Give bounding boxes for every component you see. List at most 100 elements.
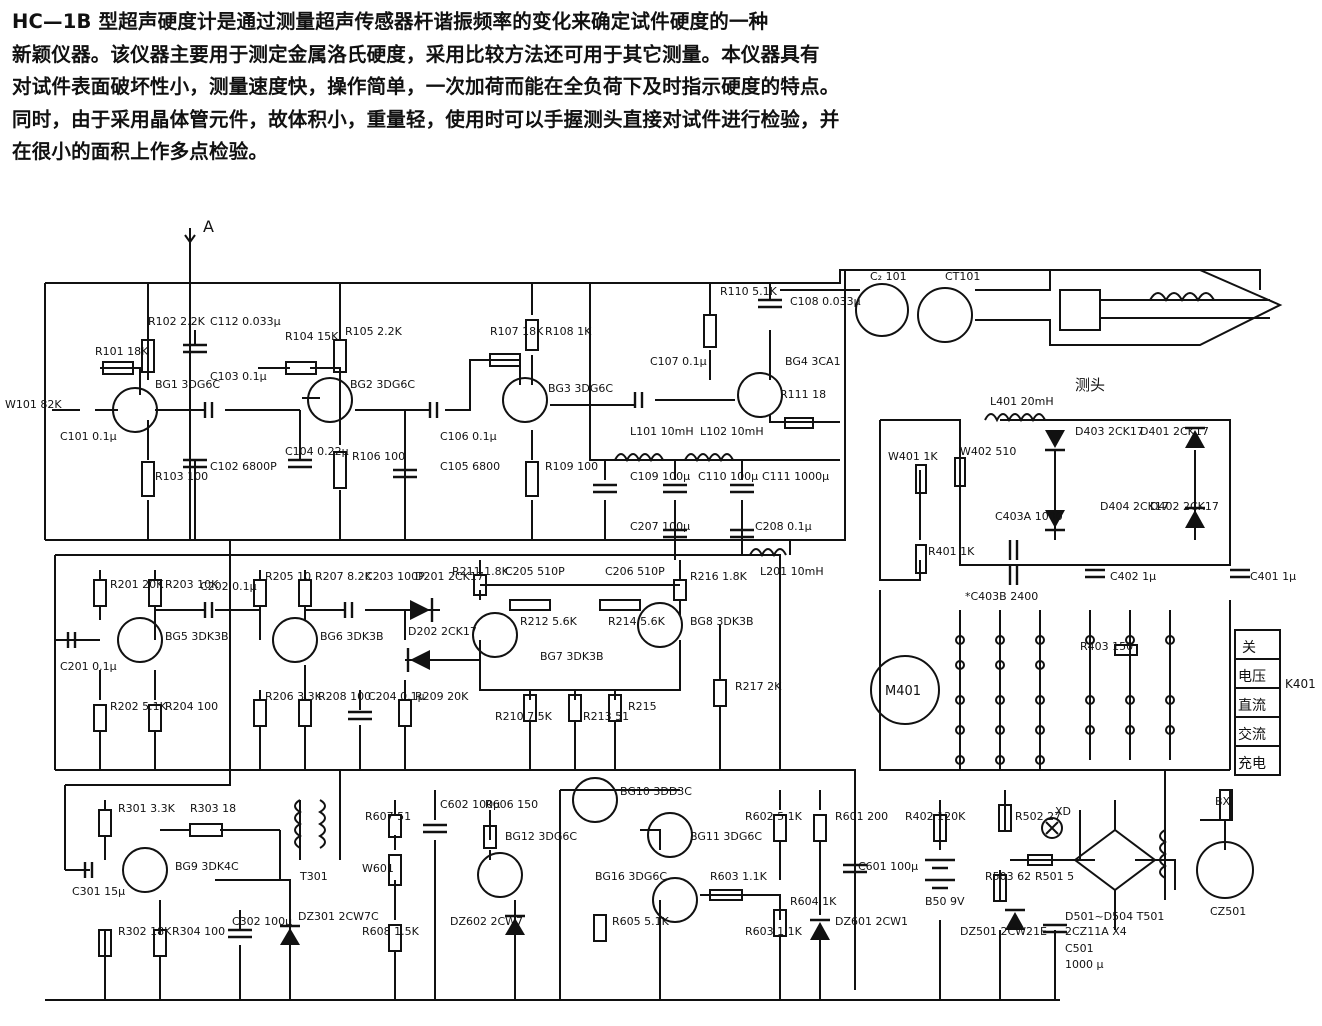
component-label: R217 2K xyxy=(735,680,782,693)
component-label: R102 2.2K xyxy=(148,315,206,328)
component-label: R209 20K xyxy=(415,690,469,703)
component-label: R302 18K xyxy=(118,925,172,938)
component-label: R203 10K xyxy=(165,578,219,591)
battery-symbol xyxy=(925,858,955,890)
transistor-symbol xyxy=(272,617,318,663)
transistor-symbol xyxy=(572,777,618,823)
component-label: BG4 3CA1 xyxy=(785,355,841,368)
component-label: R606 150 xyxy=(485,798,538,811)
intro-paragraph: HC—1B 型超声硬度计是通过测量超声传感器杆谐振频率的变化来确定试件硬度的一种… xyxy=(12,6,1312,169)
component-label: C302 100μ xyxy=(232,915,292,928)
component-label: D202 2CK17 xyxy=(408,625,477,638)
component-label: R101 18K xyxy=(95,345,149,358)
component-label: R603 1.1K xyxy=(710,870,768,883)
indicator-lamp-symbol xyxy=(1041,817,1063,839)
component-label: BG16 3DG6C xyxy=(595,870,667,883)
component-label: R210 7.5K xyxy=(495,710,553,723)
component-label: R106 100 xyxy=(352,450,405,463)
component-label: R608 1.5K xyxy=(362,925,420,938)
connector-c2-symbol xyxy=(855,283,909,337)
component-label: R601 200 xyxy=(835,810,888,823)
component-label: R109 100 xyxy=(545,460,598,473)
component-label: R502 27 xyxy=(1015,810,1061,823)
component-label: L102 10mH xyxy=(700,425,764,438)
text-labels: A 测头 K401 关 电压 直流 交流 充电 M401 C₂ 101 CT10… xyxy=(5,217,1316,971)
switch-position-ac: 交流 xyxy=(1238,726,1266,743)
component-label: L401 20mH xyxy=(990,395,1054,408)
component-label: R206 3.3K xyxy=(265,690,323,703)
intro-line: 在很小的面积上作多点检验。 xyxy=(12,140,269,163)
component-label: BG9 3DK4C xyxy=(175,860,239,873)
component-label: C208 0.1μ xyxy=(755,520,812,533)
component-label: C112 0.033μ xyxy=(210,315,281,328)
component-label: R401 1K xyxy=(928,545,975,558)
probe-label: 测头 xyxy=(1075,376,1105,394)
component-label: C205 510P xyxy=(505,565,565,578)
intro-line: HC—1B 型超声硬度计是通过测量超声传感器杆谐振频率的变化来确定试件硬度的一种 xyxy=(12,10,769,33)
component-label: BG2 3DG6C xyxy=(350,378,415,391)
transistor-symbol xyxy=(737,372,783,418)
component-label: R204 100 xyxy=(165,700,218,713)
component-label: W401 1K xyxy=(888,450,938,463)
component-label: L201 10mH xyxy=(760,565,824,578)
component-label: R103 100 xyxy=(155,470,208,483)
bridge-rectifier-symbol xyxy=(1073,828,1157,892)
connector-ct-symbol xyxy=(917,287,973,343)
meter-label: M401 xyxy=(885,684,921,699)
component-label: BG7 3DK3B xyxy=(540,650,604,663)
component-label: R403 150 xyxy=(1080,640,1133,653)
component-label: R212 5.6K xyxy=(520,615,578,628)
component-label: BG5 3DK3B xyxy=(165,630,229,643)
intro-line: 对试件表面破坏性小，测量速度快，操作简单，一次加荷而能在全负荷下及时指示硬度的特… xyxy=(12,75,840,98)
component-label: D401 2CK17 xyxy=(1140,425,1209,438)
component-label: W402 510 xyxy=(960,445,1016,458)
component-label: C203 100P xyxy=(365,570,425,583)
component-label: R214 5.6K xyxy=(608,615,666,628)
diode-note-line: 2CZ11A X4 xyxy=(1065,925,1127,938)
component-label: DZ501 2CW21E xyxy=(960,925,1047,938)
transistor-symbol xyxy=(307,377,353,423)
component-label: W101 82K xyxy=(5,398,62,411)
component-label: D201 2CK17 xyxy=(415,570,484,583)
component-label: BG1 3DG6C xyxy=(155,378,220,391)
switch-position-voltage: 电压 xyxy=(1238,669,1266,685)
lamp-label: XD xyxy=(1055,805,1071,818)
component-label: R301 3.3K xyxy=(118,802,176,815)
component-label: R604 1K xyxy=(790,895,837,908)
switch-position-off: 关 xyxy=(1242,640,1256,656)
node-a-label: A xyxy=(203,217,214,236)
wiring xyxy=(44,234,1283,1001)
component-label: R208 100 xyxy=(318,690,371,703)
component-label: R213 51 xyxy=(583,710,629,723)
component-label: C602 100μ xyxy=(440,798,500,811)
component-label: C107 0.1μ xyxy=(650,355,707,368)
component-label: R107 18K xyxy=(490,325,544,338)
component-label: R108 1K xyxy=(545,325,592,338)
component-label: R216 1.8K xyxy=(690,570,748,583)
component-label: DZ301 2CW7C xyxy=(298,910,379,923)
component-label: R501 5 xyxy=(1035,870,1074,883)
component-label: BG10 3DD3C xyxy=(620,785,692,798)
component-label: DZ601 2CW1 xyxy=(835,915,908,928)
transistor-symbol xyxy=(477,852,523,898)
component-label: R205 10 xyxy=(265,570,311,583)
transistor-symbol xyxy=(637,602,683,648)
connector-c2-label: C₂ 101 xyxy=(870,270,907,283)
component-label: R201 20K xyxy=(110,578,164,591)
fuse-label: BX xyxy=(1215,795,1231,808)
component-label: R602 5.1K xyxy=(745,810,803,823)
component-label: C106 0.1μ xyxy=(440,430,497,443)
component-label: C204 0.1μ xyxy=(368,690,425,703)
component-label: C102 6800P xyxy=(210,460,277,473)
transistors xyxy=(112,372,783,923)
component-label: BG6 3DK3B xyxy=(320,630,384,643)
component-label: C202 0.1μ xyxy=(200,580,257,593)
transistor-symbol xyxy=(652,877,698,923)
component-label: R303 18 xyxy=(190,802,236,815)
component-label: DZ602 2CW7 xyxy=(450,915,523,928)
transistor-symbol xyxy=(122,847,168,893)
component-label: R111 18 xyxy=(780,388,826,401)
component-label: D402 2CK17 xyxy=(1150,500,1219,513)
component-label: C108 0.033μ xyxy=(790,295,861,308)
component-label: BG8 3DK3B xyxy=(690,615,754,628)
